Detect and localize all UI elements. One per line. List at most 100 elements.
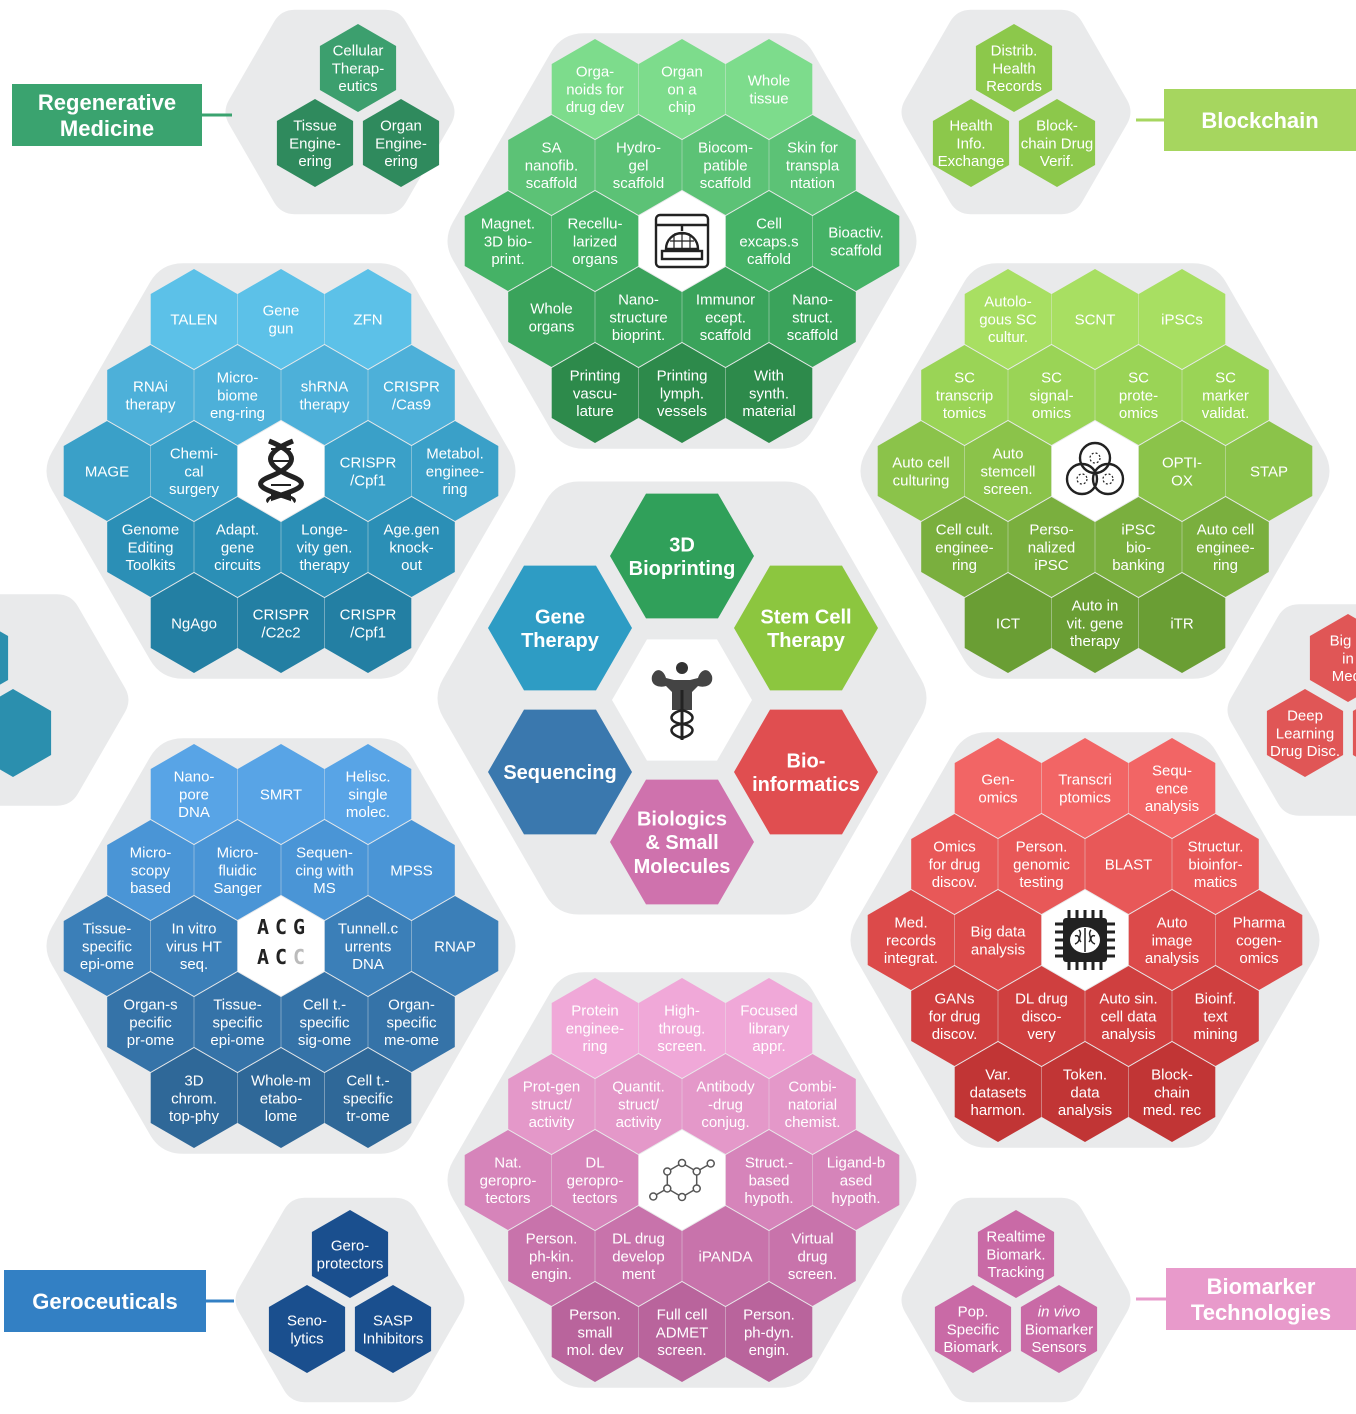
gene-cell-label: CRISPR/Cpf1 [340, 455, 397, 490]
gene-cell [237, 573, 325, 673]
gene-cell [368, 345, 455, 445]
printing-cell [638, 39, 726, 139]
bioinformatics-cell-label: Structur.bioinfor-matics [1188, 839, 1244, 891]
blockchain-cell [975, 24, 1053, 112]
bioinformatics-cell [911, 966, 998, 1066]
stemcell-cell [1051, 573, 1139, 673]
biologics-cell [551, 1282, 639, 1382]
bioinformatics-cell [1128, 738, 1216, 838]
stemcell-cell [1008, 345, 1095, 445]
printing-cell [464, 191, 552, 291]
printing-cell [595, 267, 682, 367]
bioinformatics-cell-label: BLAST [1105, 856, 1153, 873]
sequencing-cell [150, 896, 238, 996]
sequencing-cell [107, 820, 194, 920]
biomarker-cell [977, 1210, 1055, 1298]
stemcell-cell [1138, 421, 1226, 521]
biologics-cell [682, 1054, 769, 1154]
stemcell-cell-label: STAP [1250, 463, 1288, 480]
biologics-cell-label: High-throug.screen. [657, 1003, 706, 1055]
gene-cell [324, 269, 412, 369]
molecule-icon [649, 1158, 715, 1202]
biologics-icon-cell [638, 1130, 726, 1230]
sequencing-icon-cell [237, 896, 325, 996]
printing-cell [551, 343, 639, 443]
sequencing-cell [281, 820, 368, 920]
gene-cell [324, 573, 412, 673]
biologics-cell [508, 1206, 595, 1306]
gene-cell-label: CRISPR/Cas9 [383, 379, 440, 414]
bigdata_right-cell [1352, 709, 1356, 757]
gero-cell [311, 1210, 389, 1298]
stemcell-cell-label: iTR [1170, 615, 1193, 632]
stemcell-cell-label: OPTI-OX [1162, 455, 1202, 490]
acg-letter: A [257, 915, 269, 939]
gene-cell-label: Longe-vity gen.therapy [297, 522, 353, 574]
bioinformatics-cell [1128, 890, 1216, 990]
biologics-cell [551, 1130, 639, 1230]
stemcell-cell [1225, 421, 1313, 521]
gene-cell-label: MAGE [85, 463, 129, 480]
sequencing-cell [368, 972, 455, 1072]
bioinformatics-cell [1041, 1042, 1129, 1142]
biologics-cell [508, 1054, 595, 1154]
petal-seq [488, 709, 632, 835]
gero-cell-label: Gero-protectors [317, 1238, 384, 1273]
gene-cell [150, 573, 238, 673]
biologics-cell [682, 1206, 769, 1306]
bioinformatics-cell [954, 738, 1042, 838]
acg-letter: C [275, 945, 287, 969]
printing-cell [769, 115, 856, 215]
bigdata_right-cell-label: Big DinMedi [1330, 633, 1356, 685]
biologics-cell-label: Person.ph-dyn.engin. [743, 1307, 795, 1359]
stemcell-cell [1095, 345, 1182, 445]
gene-cell [411, 421, 499, 521]
bodybuilder-caduceus-icon [651, 662, 713, 740]
biologics-cell [464, 1130, 552, 1230]
biologics-cell [638, 978, 726, 1078]
gero-cell [354, 1285, 432, 1373]
biologics-cell-label: Person.ph-kin.engin. [526, 1231, 578, 1283]
sequencing-cell [324, 1048, 412, 1148]
biologics-cell [638, 1282, 726, 1382]
printing-cell-label: Nano-struct.scaffold [787, 292, 838, 344]
dna-icon [258, 438, 304, 504]
bioprinter-icon [654, 213, 710, 269]
aging_left-cell [0, 689, 52, 777]
gero-cell-label: Seno-lytics [287, 1313, 327, 1348]
